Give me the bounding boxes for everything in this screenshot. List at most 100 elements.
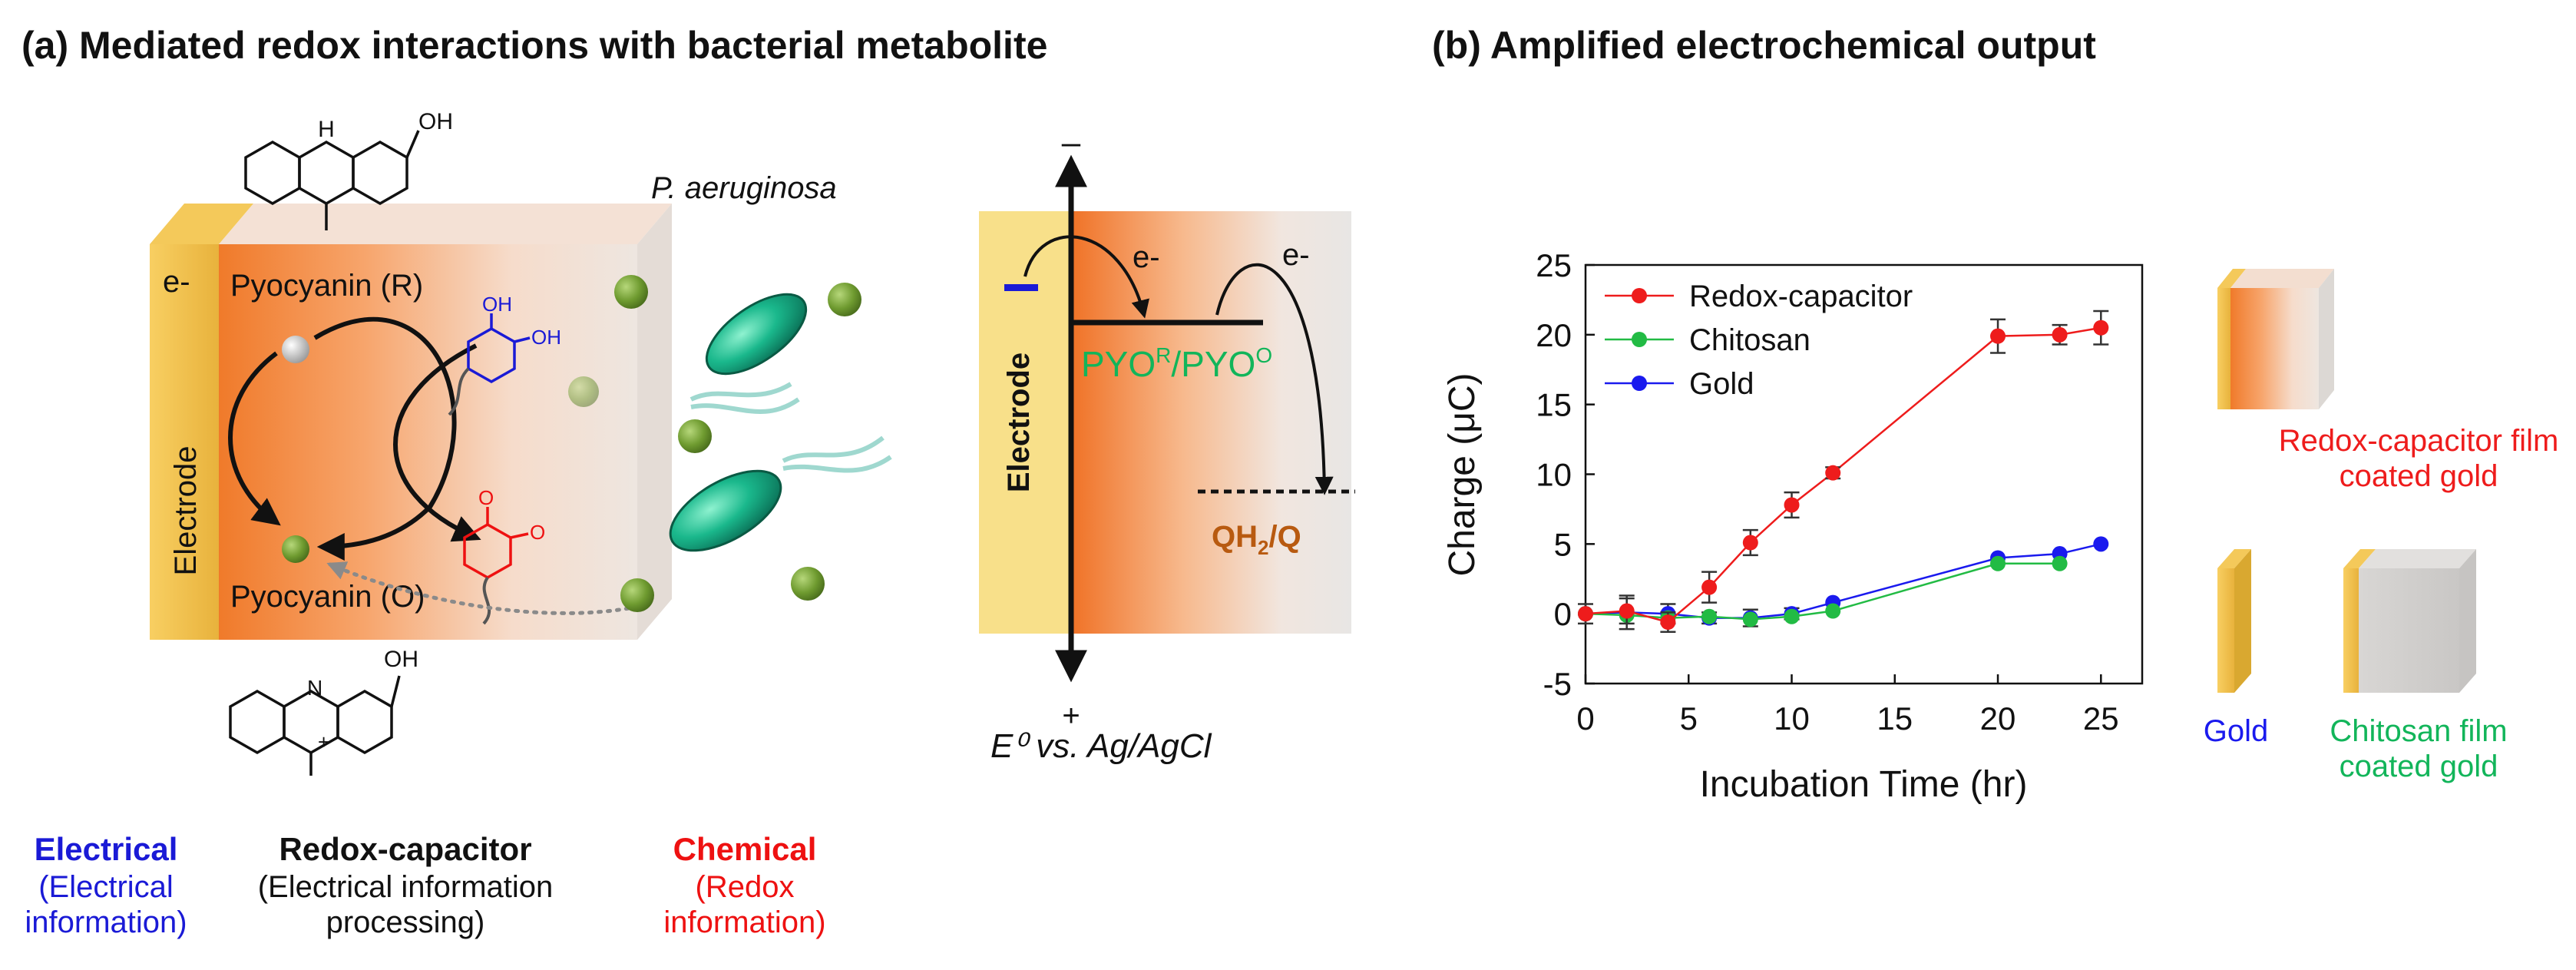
structure-o-plus: + [318, 730, 329, 753]
category-electrical-line-2: information) [25, 905, 187, 939]
redox-film-label-1: Redox-capacitor film [2279, 424, 2559, 458]
data-point [1701, 608, 1718, 624]
axis-plus: + [1062, 699, 1080, 733]
metabolite-ball-4 [678, 419, 712, 453]
metabolite-ball-1 [614, 275, 648, 309]
secretion-arrow [326, 561, 640, 615]
x-tick-label: 15 [1877, 700, 1913, 737]
redox-capacitor-film [219, 244, 637, 640]
metabolite-ball-3 [568, 376, 599, 407]
x-tick-label: 0 [1576, 700, 1594, 737]
energy-film-block [1071, 211, 1351, 634]
metabolite-ball-2 [828, 283, 861, 316]
data-point [1825, 465, 1841, 481]
energy-electron-2: e- [1282, 238, 1310, 272]
gold-electrode-front [150, 244, 219, 640]
category-chemical: Chemical (Redox information) [663, 831, 825, 939]
pyocyanin-reduced-structure [244, 130, 420, 230]
category-chemical-line-2: information) [663, 905, 825, 939]
category-redox-line-2: processing) [326, 905, 485, 939]
legend-marker [1632, 376, 1647, 391]
film-cycle-arrow-left [313, 316, 457, 561]
energy-electrode-label: Electrode [1002, 353, 1036, 492]
electron-transfer-arrow-1 [1023, 235, 1149, 319]
data-point [1619, 603, 1635, 619]
chitosan-label-1: Chitosan film [2330, 714, 2507, 748]
x-tick-label: 10 [1774, 700, 1810, 737]
data-point [2052, 326, 2068, 343]
bacterium-1 [689, 293, 808, 414]
metabolite-ball-6 [620, 578, 654, 612]
electron-label-a: e- [163, 265, 190, 299]
legend-label: Gold [1689, 367, 1754, 401]
reduced-mediator-ball [282, 336, 309, 363]
data-point [1825, 603, 1841, 619]
pyocyanin-oxidized-label: Pyocyanin (O) [230, 580, 425, 614]
data-point [1578, 606, 1593, 622]
structure-o-oh: OH [384, 647, 418, 672]
data-point [2052, 555, 2068, 571]
x-tick-label: 5 [1680, 700, 1698, 737]
legend-marker [1632, 288, 1647, 303]
data-point [1990, 328, 2006, 344]
structure-r-nh-h: H [318, 117, 335, 142]
quinone-tail [482, 576, 491, 625]
metabolite-ball-5 [791, 567, 825, 601]
legend-marker [1632, 332, 1647, 347]
y-tick-label: 20 [1536, 317, 1572, 353]
electrode-label: Electrode [169, 446, 203, 576]
y-tick-label: 5 [1554, 526, 1572, 562]
y-tick-label: 25 [1536, 247, 1572, 283]
y-tick-label: -5 [1543, 666, 1572, 702]
data-point [1742, 611, 1758, 627]
electron-transfer-arrow-2 [1215, 263, 1334, 495]
catechol-tail [448, 367, 470, 416]
category-electrical-title: Electrical [35, 831, 178, 867]
quinone-structure [463, 507, 529, 580]
redox-film-label-2: coated gold [2340, 459, 2498, 493]
category-redox-line-1: (Electrical information [258, 870, 554, 904]
panel-a-title: (a) Mediated redox interactions with bac… [21, 24, 1047, 67]
series-layer [1578, 310, 2109, 634]
data-point [1784, 497, 1800, 513]
bacterium-2 [669, 435, 892, 552]
data-point [1990, 555, 2006, 571]
y-tick-label: 15 [1536, 387, 1572, 423]
data-point [2093, 536, 2109, 552]
y-axis-label: Charge (μC) [1442, 372, 1483, 576]
data-point [1660, 614, 1676, 631]
category-chemical-title: Chemical [673, 831, 817, 867]
x-tick-label: 25 [2083, 700, 2119, 737]
x-axis-ticks: 0 5 10 15 20 25 [1576, 674, 2119, 737]
series-line [1585, 543, 2101, 619]
category-electrical-line-1: (Electrical [38, 870, 174, 904]
category-chemical-line-1: (Redox [696, 870, 795, 904]
chitosan-film-electrode-icon [2343, 549, 2476, 693]
panel-b-title: (b) Amplified electrochemical output [1432, 24, 2096, 67]
energy-electrode-block [979, 211, 1071, 634]
redox-cycle-arrows [228, 316, 481, 561]
category-redox-capacitor: Redox-capacitor (Electrical information … [258, 831, 554, 939]
series-line [1585, 562, 2060, 621]
category-electrical: Electrical (Electrical information) [25, 831, 187, 939]
electrode-level-mark [1004, 284, 1038, 291]
gold-electrode-icon [2217, 549, 2251, 693]
x-tick-label: 20 [1980, 700, 2016, 737]
pyo-couple-label: PYOR/PYOO [1081, 343, 1272, 384]
catechol-oh-1: OH [482, 293, 512, 316]
film-cycle-arrow-mid [393, 343, 481, 542]
qh2-couple-label: QH2/Q [1212, 520, 1301, 559]
potential-axis-label: E⁰ vs. Ag/AgCl [990, 727, 1212, 765]
organism-label: P. aeruginosa [651, 171, 837, 205]
data-point [2093, 319, 2109, 336]
y-tick-label: 0 [1554, 596, 1572, 632]
electrode-reduction-arrow [228, 351, 281, 526]
data-point [1784, 608, 1800, 624]
category-redox-title: Redox-capacitor [279, 831, 531, 867]
legend-label: Chitosan [1689, 323, 1810, 357]
series-line [1585, 326, 2101, 624]
axis-minus: – [1062, 124, 1081, 161]
pyocyanin-reduced-label: Pyocyanin (R) [230, 269, 423, 303]
